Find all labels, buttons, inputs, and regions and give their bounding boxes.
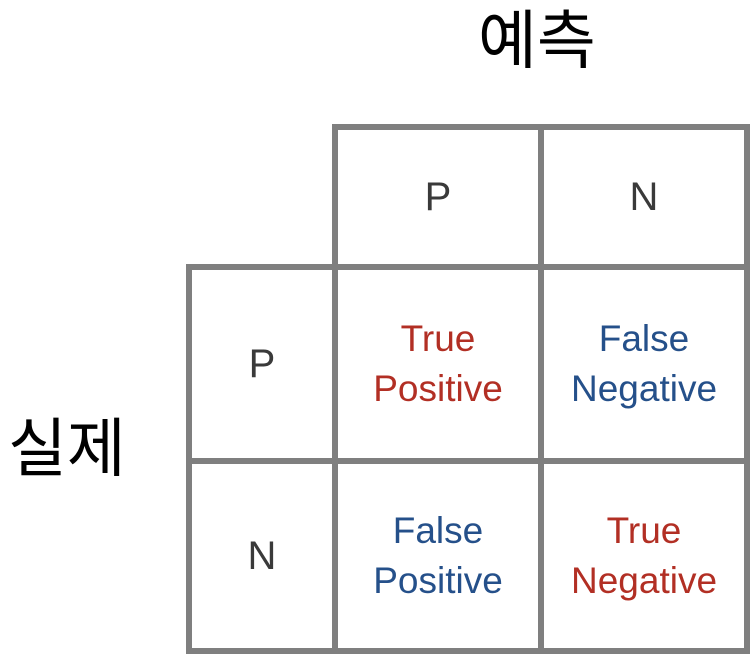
row-header-label: N bbox=[247, 534, 277, 578]
actual-axis-title: 실제 bbox=[8, 413, 126, 487]
row-header-positive: P bbox=[186, 264, 338, 464]
outcome-line-2: Positive bbox=[373, 560, 503, 601]
row-header-negative: N bbox=[186, 458, 338, 654]
outcome-line-2: Negative bbox=[570, 560, 718, 601]
column-header-label: N bbox=[629, 175, 659, 219]
cell-true-positive: True Positive bbox=[332, 264, 544, 464]
outcome-line-1: False bbox=[598, 318, 690, 359]
column-header-positive: P bbox=[332, 124, 544, 270]
outcome-line-2: Negative bbox=[570, 368, 718, 409]
cell-false-negative: False Negative bbox=[538, 264, 750, 464]
predicted-axis-title: 예측 bbox=[478, 5, 596, 79]
outcome-label: True Positive bbox=[373, 314, 503, 414]
column-header-label: P bbox=[424, 175, 452, 219]
cell-false-positive: False Positive bbox=[332, 458, 544, 654]
outcome-label: True Negative bbox=[571, 506, 717, 606]
outcome-line-1: False bbox=[392, 510, 484, 551]
column-header-negative: N bbox=[538, 124, 750, 270]
outcome-label: False Negative bbox=[571, 314, 717, 414]
row-header-label: P bbox=[248, 342, 276, 386]
outcome-line-1: True bbox=[400, 318, 476, 359]
outcome-line-1: True bbox=[606, 510, 682, 551]
outcome-label: False Positive bbox=[373, 506, 503, 606]
cell-true-negative: True Negative bbox=[538, 458, 750, 654]
outcome-line-2: Positive bbox=[373, 368, 503, 409]
